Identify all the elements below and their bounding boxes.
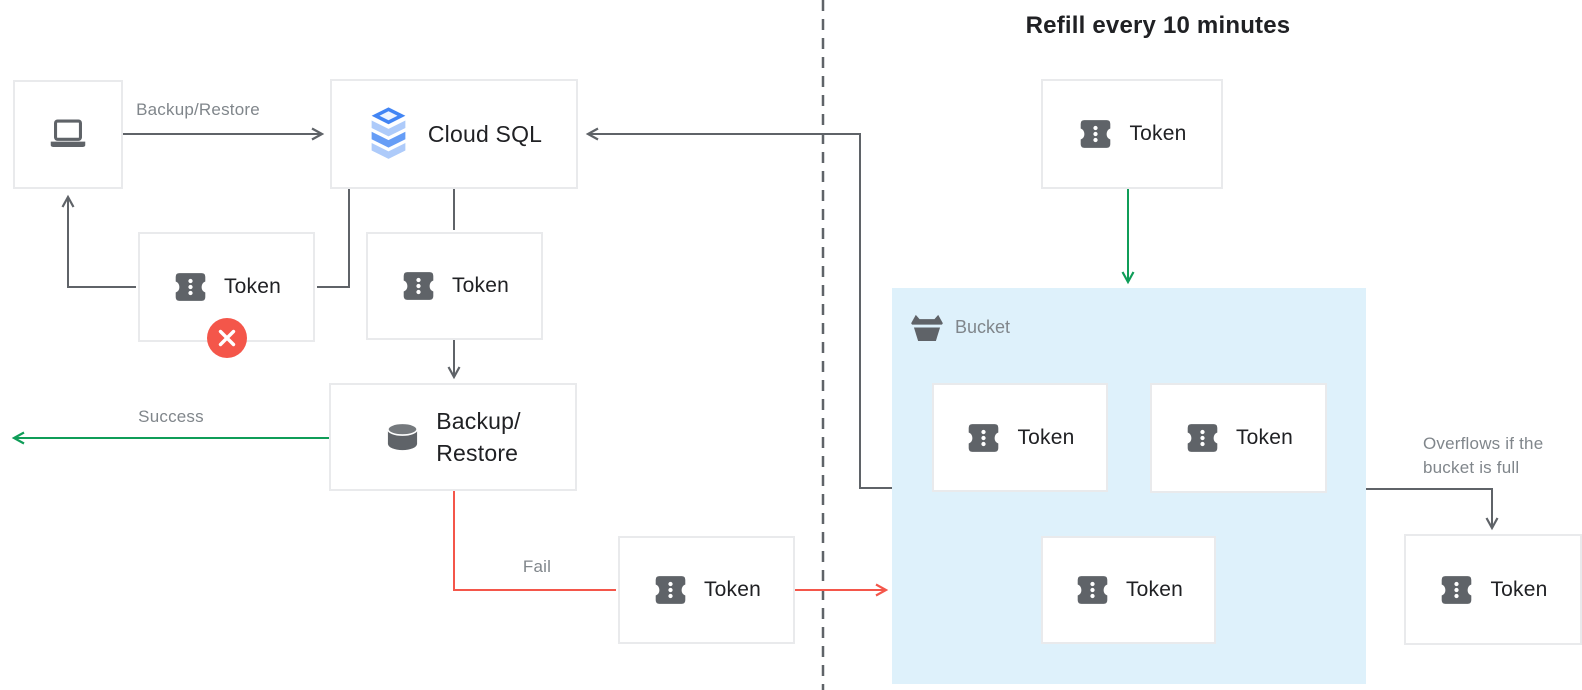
token-node-overflow: Token (1404, 534, 1582, 645)
token-node-bucket-2: Token (1150, 383, 1327, 493)
token-node-request: Token (366, 232, 543, 340)
cloud-sql-node: Cloud SQL (330, 79, 578, 189)
backup-restore-label: Backup/ Restore (436, 405, 521, 469)
connector-used-token-to-laptop (61, 194, 136, 288)
token-icon (1184, 423, 1221, 453)
cloud-sql-label: Cloud SQL (427, 120, 543, 147)
cloud-sql-icon (366, 106, 411, 162)
token-icon (172, 272, 209, 302)
overflow-label-line2: bucket is full (1423, 458, 1520, 477)
token-node-refill: Token (1041, 79, 1223, 189)
token-node-bucket-1: Token (932, 383, 1108, 492)
error-x-icon (207, 318, 247, 358)
fail-label: Fail (522, 557, 552, 576)
token-icon (965, 423, 1002, 453)
backup-restore-line2: Restore (436, 440, 519, 466)
client-laptop-node (13, 80, 123, 189)
token-label: Token (1490, 577, 1548, 601)
token-label: Token (223, 275, 282, 298)
overflow-label: Overflows if the bucket is full (1423, 432, 1582, 480)
token-label: Token (1235, 426, 1294, 449)
token-icon (1074, 575, 1111, 605)
connector-overflow (1366, 488, 1499, 531)
backup-restore-node: Backup/ Restore (329, 383, 577, 491)
bucket-caption: Bucket (910, 313, 1010, 341)
connector-bucket-to-cloudsql (585, 127, 892, 489)
token-label: Token (1129, 122, 1187, 145)
token-label: Token (1125, 578, 1184, 601)
token-label: Token (703, 578, 762, 601)
connector-cloudsql-to-used-token (317, 189, 350, 288)
token-label: Token (451, 274, 510, 297)
overflow-label-line1: Overflows if the (1423, 434, 1544, 453)
refill-title: Refill every 10 minutes (1025, 12, 1291, 39)
token-icon (400, 271, 437, 301)
success-label: Success (138, 407, 204, 426)
token-icon (652, 575, 689, 605)
token-icon (1438, 575, 1475, 605)
bucket-label: Bucket (955, 316, 1011, 337)
token-icon (1077, 119, 1114, 149)
token-label: Token (1017, 425, 1075, 449)
laptop-icon (45, 118, 91, 151)
token-node-fail: Token (618, 536, 795, 644)
bucket-icon (910, 313, 944, 341)
database-icon (385, 422, 420, 452)
backup-restore-edge-label: Backup/Restore (136, 100, 260, 119)
token-node-bucket-3: Token (1041, 536, 1216, 644)
backup-restore-line1: Backup/ (436, 408, 521, 434)
